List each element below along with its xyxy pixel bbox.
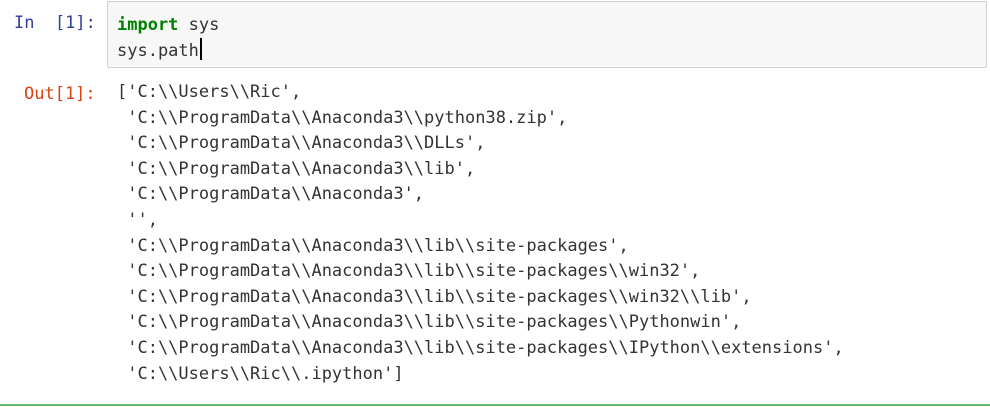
code-keyword: import [117, 15, 179, 35]
output-line: 'C:\\ProgramData\\Anaconda3\\DLLs', [117, 133, 486, 154]
output-line: 'C:\\ProgramData\\Anaconda3\\lib\\site-p… [117, 235, 629, 256]
output-line: 'C:\\ProgramData\\Anaconda3\\lib\\site-p… [117, 261, 701, 282]
output-line: 'C:\\Users\\Ric\\.ipython'] [117, 363, 404, 384]
output-prompt: Out[1]: [24, 84, 96, 104]
output-line: ['C:\\Users\\Ric', [117, 82, 302, 102]
code-input-area[interactable]: import sys sys.path [107, 1, 987, 68]
code-module: sys [178, 15, 220, 35]
output-line: 'C:\\ProgramData\\Anaconda3\\lib', [117, 158, 476, 179]
selected-cell-border [0, 404, 990, 406]
output-line: 'C:\\ProgramData\\Anaconda3\\lib\\site-p… [117, 286, 752, 307]
text-cursor [199, 38, 202, 60]
output-line: 'C:\\ProgramData\\Anaconda3\\lib\\site-p… [117, 337, 844, 358]
cell-output: ['C:\\Users\\Ric', 'C:\\ProgramData\\Ana… [117, 80, 844, 387]
output-line: '', [117, 209, 158, 230]
code-line-2: sys.path [117, 41, 199, 61]
output-line: 'C:\\ProgramData\\Anaconda3', [117, 184, 425, 205]
code-editor[interactable]: import sys sys.path [117, 12, 219, 64]
input-prompt: In [1]: [14, 13, 96, 33]
output-line: 'C:\\ProgramData\\Anaconda3\\python38.zi… [117, 107, 568, 128]
output-line: 'C:\\ProgramData\\Anaconda3\\lib\\site-p… [117, 312, 742, 333]
